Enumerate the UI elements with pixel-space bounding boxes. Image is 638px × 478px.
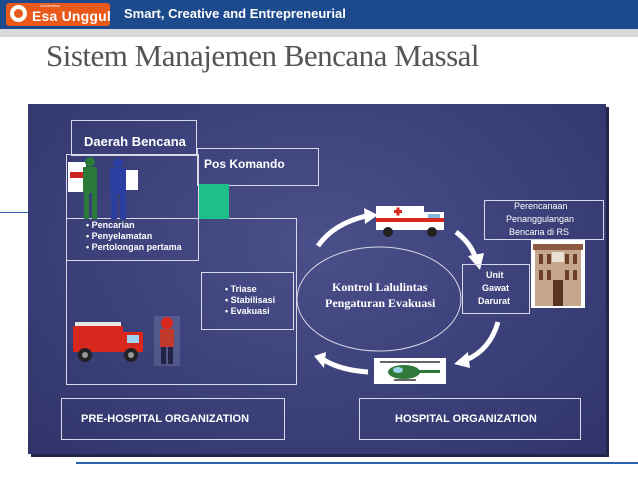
triase-item: Triase	[225, 284, 275, 295]
stabilisasi-item: Stabilisasi	[225, 295, 276, 306]
pre-hospital-area	[66, 218, 297, 385]
pos-komando-label: Pos Komando	[204, 157, 285, 171]
unit-gawat-darurat-box	[462, 264, 530, 314]
university-logo	[6, 3, 110, 26]
pengaturan-evakuasi-label: Pengaturan Evakuasi	[325, 296, 436, 310]
decorative-line	[0, 212, 28, 213]
perencanaan-box	[484, 200, 604, 240]
daerah-bencana-area	[66, 154, 199, 261]
cycle-arrow-icon	[296, 208, 501, 375]
slide-title: Sistem Manajemen Bencana Massal	[46, 38, 480, 73]
activity-penyelamatan: Penyelamatan	[86, 231, 182, 242]
pos-komando-box	[197, 148, 319, 186]
bencana-di-rs-label: Bencana di RS	[509, 227, 570, 237]
hospital-label: HOSPITAL ORGANIZATION	[395, 413, 537, 425]
kontrol-lalulintas-label: Kontrol Lalulintas	[332, 280, 428, 294]
perencanaan-label: Perencanaan	[514, 201, 568, 211]
rescuer-icon	[68, 154, 138, 222]
activity-pencarian: Pencarian	[86, 220, 182, 231]
daerah-bencana-label: Daerah Bencana	[84, 134, 186, 149]
gawat-label: Gawat	[482, 283, 510, 293]
darurat-label: Darurat	[478, 296, 511, 306]
penanggulangan-label: Penanggulangan	[506, 214, 575, 224]
pre-hospital-box	[61, 398, 285, 440]
activity-pertolongan: Pertolongan pertama	[86, 242, 182, 253]
footer-line	[76, 462, 606, 464]
firefighter-icon	[154, 316, 180, 366]
tagline: Smart, Creative and Entrepreneurial	[124, 6, 346, 21]
fire-truck-icon	[71, 318, 147, 364]
evakuasi-item: Evakuasi	[225, 306, 275, 317]
helicopter-icon	[374, 358, 446, 384]
daerah-activities-list: Pencarian Penyelamatan Pertolongan perta…	[86, 220, 182, 253]
unit-label: Unit	[486, 270, 504, 280]
triase-box	[201, 272, 294, 330]
hospital-building-icon	[531, 240, 585, 308]
logo-text: Esa Unggul	[32, 8, 112, 24]
pre-hospital-label: PRE-HOSPITAL ORGANIZATION	[81, 413, 250, 425]
logo-small-text: Universitas	[40, 3, 60, 8]
logo-emblem-icon	[10, 5, 27, 22]
header-band	[0, 29, 638, 37]
daerah-bencana-box	[71, 120, 197, 156]
hospital-box	[359, 398, 581, 440]
footer-line-right	[606, 462, 638, 464]
triase-list: Triase Stabilisasi Evakuasi	[225, 284, 276, 317]
ambulance-icon	[376, 204, 448, 238]
pos-komando-marker	[199, 184, 229, 219]
diagram-panel: Daerah Bencana Pos Komando Pencarian Pen…	[28, 104, 606, 454]
